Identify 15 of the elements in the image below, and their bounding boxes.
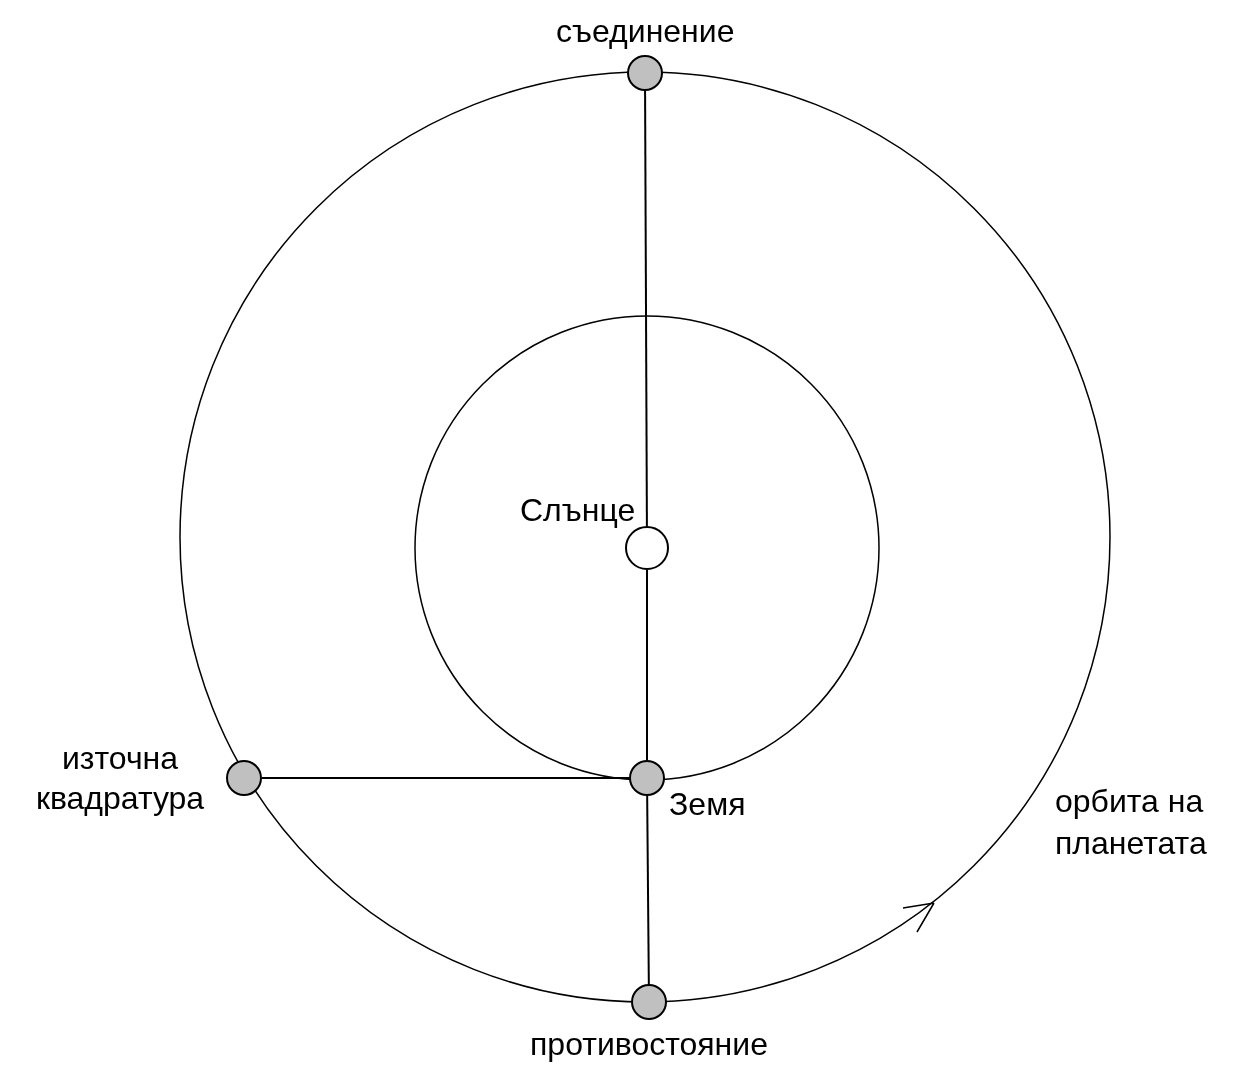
planet-circle xyxy=(226,760,262,796)
connector-line xyxy=(646,795,650,985)
node-label: съединение xyxy=(556,12,735,51)
connector-line xyxy=(261,777,630,779)
node-label: противостояние xyxy=(530,1025,768,1064)
node-label: източна квадратура xyxy=(34,739,206,818)
node-label: Слънце xyxy=(520,491,636,530)
planet-circle xyxy=(627,55,663,91)
planet-circle xyxy=(631,984,667,1020)
orbit-label: орбита на планетата xyxy=(1055,782,1208,863)
sun-circle xyxy=(625,526,669,570)
connector-line xyxy=(644,90,648,527)
node-label: Земя xyxy=(669,785,746,824)
planet-circle xyxy=(629,760,665,796)
connector-line xyxy=(646,569,648,761)
